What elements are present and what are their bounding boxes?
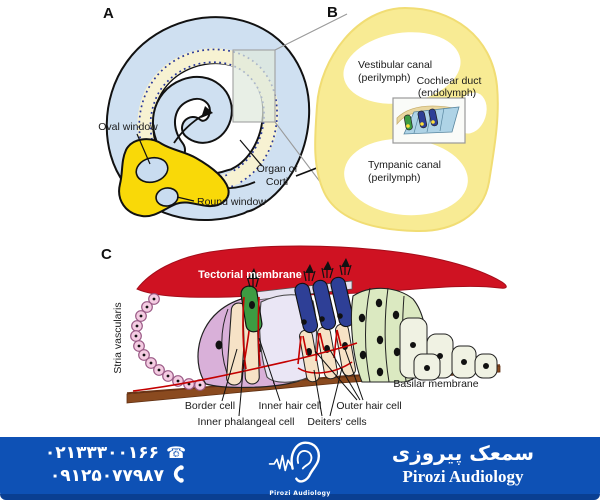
organ-of-corti-label-1: Organ of [257,163,298,175]
panel-a-cochlea-spiral: A Oval window Round window Organ of Cort… [98,5,411,221]
claudius-cells [399,317,498,381]
oval-window-shape [135,156,169,184]
stria-vascularis-nuclei [134,297,202,387]
inner-hair-cell-label: Inner hair cell [258,400,321,412]
pirozi-logo: Pirozi Audiology [258,439,342,497]
stria-vascularis-label: Stria vascularis [112,302,124,373]
landline-number: ۰۲۱۳۳۳۰۰۱۶۶ [44,443,160,463]
panel-b-letter: B [327,4,338,21]
logo-caption: Pirozi Audiology [269,490,331,497]
cochlear-duct-label-2: (endolymph) [418,87,476,99]
brand-block: سمعک پیروزی Pirozi Audiology [372,441,554,488]
projection-line-top [274,13,348,51]
panel-c-letter: C [101,246,112,263]
mini-outer-hair-cell-1 [417,110,428,129]
oval-window-label: Oval window [98,121,158,133]
tympanic-canal-shape [344,138,468,216]
stria-vascularis-cells [130,293,206,391]
outer-hair-cell-label: Outer hair cell [336,400,401,412]
oval-window-leader [136,133,151,165]
brand-name-persian: سمعک پیروزی [391,441,535,465]
brand-name-english: Pirozi Audiology [402,467,524,486]
panel-a-letter: A [103,5,114,22]
outer-hair-cells [294,258,355,334]
inner-phalangeal-cell-label: Inner phalangeal cell [198,416,295,428]
handset-icon [171,464,186,489]
deiters-cells-label: Deiters' cells [307,416,366,428]
organ-of-corti-dots-inner [149,61,265,180]
mini-nucleus-2 [420,122,424,126]
panel-b-cross-section: B Vestibular canal (perilymph) Cochlear … [314,4,499,233]
organ-of-corti-label-2: Corti [266,176,288,188]
basilar-membrane-label: Basilar membrane [393,378,478,390]
panel-c-leader-lines [221,337,364,417]
vestibular-canal-label-2: (perilymph) [358,72,411,84]
organ-of-corti-inset [392,97,466,144]
spiral-hook-body [154,77,231,160]
mobile-number: ۰۹۱۲۵۰۷۷۹۸۷ [49,466,164,486]
cochlear-duct-label-1: Cochlear duct [417,75,482,87]
vestibular-canal-shape [343,32,461,104]
round-window-shape [155,187,179,207]
anatomy-diagram: A Oval window Round window Organ of Cort… [98,4,507,428]
mini-nucleus-3 [431,120,435,124]
tympanic-canal-label-1: Tympanic canal [368,159,441,171]
tympanic-canal-label-2: (perilymph) [368,172,421,184]
flow-arrow-up [173,106,213,144]
footer-banner: ۰۲۱۳۳۳۰۰۱۶۶ ☎ ۰۹۱۲۵۰۷۷۹۸۷ Pirozi Audiolo… [0,437,600,500]
phone-row-mobile: ۰۹۱۲۵۰۷۷۹۸۷ [49,464,186,489]
ear-icon [268,441,321,483]
tectorial-membrane-label: Tectorial membrane [198,269,302,281]
phone-numbers: ۰۲۱۳۳۳۰۰۱۶۶ ☎ ۰۹۱۲۵۰۷۷۹۸۷ [18,442,186,487]
vestibular-canal-label-1: Vestibular canal [358,59,432,71]
round-window-label: Round window [197,196,266,208]
nerve-fibers [132,296,358,392]
round-window-leader [176,196,195,202]
border-cell-label: Border cell [185,400,235,412]
panel-c-organ-of-corti: C Tectorial membrane Stria vascularis Ba… [101,245,507,428]
mini-outer-hair-cell-2 [428,108,439,127]
footer-bottom-edge [0,494,600,500]
zoom-region-box [232,49,276,123]
telephone-icon: ☎ [166,443,186,462]
hensen-claudius-nuclei [358,298,489,377]
mini-nucleus-1 [406,124,410,128]
phone-row-landline: ۰۲۱۳۳۳۰۰۱۶۶ ☎ [45,442,186,464]
organ-of-corti-leader [239,139,263,167]
